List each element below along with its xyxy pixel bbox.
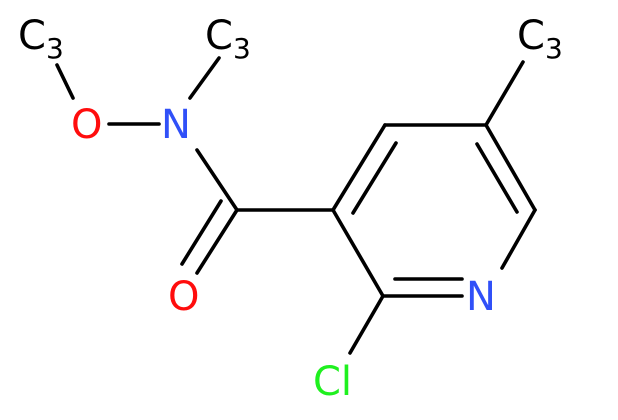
bond-n-methyl — [188, 56, 221, 100]
bond-n-carbonyl-c — [195, 148, 239, 212]
bond-methoxy-c-o — [55, 63, 75, 100]
bond-ring-c5-c6 — [484, 123, 537, 212]
n-methyl-label: C3 — [205, 13, 251, 65]
methoxy-methyl-h: 3 — [46, 32, 64, 65]
n-methyl-h: 3 — [233, 32, 251, 65]
bond-ring-c2-c3 — [331, 208, 385, 298]
bond-ring-methyl — [484, 60, 525, 127]
bond-carbonyl-c-o-1 — [195, 208, 239, 275]
amide-nitrogen-label: N — [161, 102, 191, 148]
bonds — [55, 56, 537, 355]
methoxy-methyl-label: C3 — [18, 13, 64, 65]
bond-ring-cl — [348, 294, 385, 355]
bond-ring-c3-c4 — [331, 123, 387, 212]
bond-carbonyl-c-o-2 — [180, 199, 223, 266]
ether-oxygen-label: O — [71, 102, 102, 148]
ring-nitrogen-label: N — [466, 274, 496, 320]
bond-ring-c3-c4-inner — [351, 141, 398, 215]
carbonyl-oxygen-label: O — [168, 274, 199, 320]
ring-methyl-h: 3 — [545, 32, 563, 65]
bond-ring-c5-c6-inner — [475, 142, 519, 214]
ring-methyl-label: C3 — [517, 13, 563, 65]
atom-labels: C3 C3 C3 O N O N Cl — [18, 13, 563, 405]
chlorine-label: Cl — [313, 359, 352, 405]
bond-ring-c6-n — [500, 208, 537, 270]
